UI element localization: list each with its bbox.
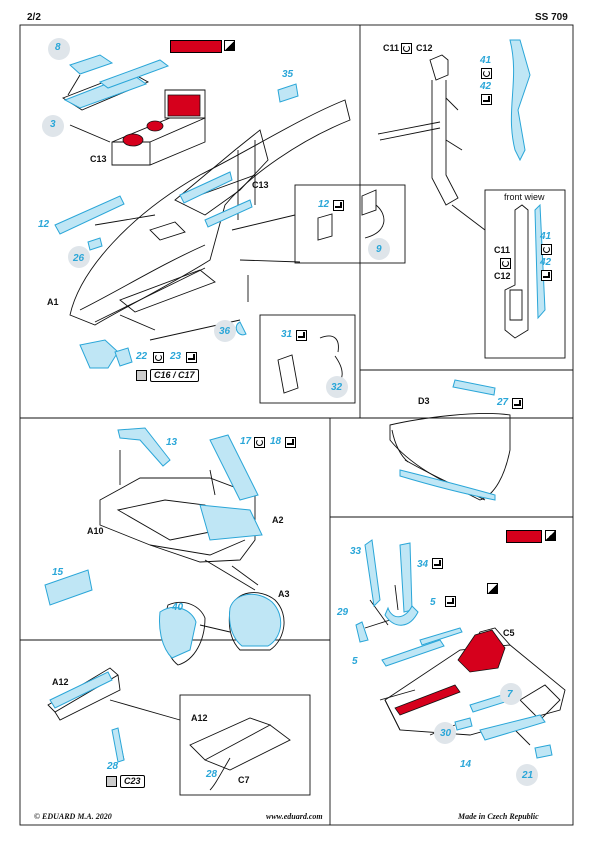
kit-part-label: D3 (418, 396, 430, 406)
fold-icon (153, 352, 164, 363)
pe-part-label: 26 (73, 253, 85, 264)
part-highlight-circle (500, 683, 522, 705)
bend-icon (512, 398, 523, 409)
pe-part-label: 41 (540, 231, 552, 242)
kit-part-label: A10 (87, 526, 104, 536)
pe-part-label: 3 (50, 119, 56, 130)
pe-part-label: 41 (480, 55, 492, 66)
half-diagonal-icon (224, 40, 235, 51)
pe-part-label: 35 (282, 69, 294, 80)
red-swatch-icon (506, 530, 542, 543)
kit-part-label: A12 (52, 677, 69, 687)
part-highlight-circle (42, 115, 64, 137)
fold-icon (541, 244, 552, 255)
pe-part-label: 29 (337, 607, 349, 618)
origin-text: Made in Czech Republic (458, 812, 539, 821)
pe-part-label: 18 (270, 436, 282, 447)
bend-icon (481, 94, 492, 105)
pe-part-label: 31 (281, 329, 293, 340)
kit-part-label: C7 (238, 775, 250, 785)
kit-part-label: C13 (252, 180, 269, 190)
pe-part-label: 12 (318, 199, 330, 210)
pe-part-label: 5 (352, 656, 358, 667)
part-highlight-circle (214, 320, 236, 342)
pe-part-label: 7 (507, 689, 513, 700)
pe-part-label: 5 (430, 597, 436, 608)
half-diagonal-icon (545, 530, 556, 541)
kit-part-label: C11 (383, 43, 400, 53)
replace-part-box: C16 / C17 (150, 369, 199, 382)
part-highlight-circle (48, 38, 70, 60)
kit-part-label: A1 (47, 297, 59, 307)
kit-part-label: C11 (494, 245, 511, 255)
pe-part-label: 12 (38, 219, 50, 230)
part-highlight-circle (368, 238, 390, 260)
pe-part-label: 23 (170, 351, 182, 362)
pe-part-label: 9 (376, 244, 382, 255)
pe-part-label: 21 (522, 770, 534, 781)
bend-icon (432, 558, 443, 569)
pe-part-label: 14 (460, 759, 472, 770)
kit-part-label: A12 (191, 713, 208, 723)
half-diagonal-icon (487, 583, 498, 594)
red-swatch-icon (170, 40, 222, 53)
kit-part-label: A2 (272, 515, 284, 525)
pe-part-label: 27 (497, 397, 509, 408)
remove-part-icon (106, 776, 117, 787)
kit-part-label: C12 (494, 271, 511, 281)
part-highlight-circle (434, 722, 456, 744)
copyright-text: © EDUARD M.A. 2020 (34, 812, 112, 821)
bend-icon (296, 330, 307, 341)
kit-part-label: C12 (416, 43, 433, 53)
fold-icon (254, 437, 265, 448)
bend-icon (445, 596, 456, 607)
fold-icon (401, 43, 412, 54)
pe-part-label: 36 (219, 326, 231, 337)
fold-icon (500, 258, 511, 269)
pe-part-label: 40 (172, 602, 184, 613)
pe-part-label: 42 (480, 81, 492, 92)
pe-part-label: 28 (206, 769, 218, 780)
part-highlight-circle (68, 246, 90, 268)
fold-icon (481, 68, 492, 79)
inset-caption: front wiew (504, 192, 545, 202)
kit-part-label: C5 (503, 628, 515, 638)
pe-part-label: 22 (136, 351, 148, 362)
pe-part-label: 28 (107, 761, 119, 772)
pe-part-label: 42 (540, 257, 552, 268)
replace-part-box: C23 (120, 775, 145, 788)
bend-icon (541, 270, 552, 281)
page-number: 2/2 (27, 12, 41, 23)
part-highlight-circle (326, 376, 348, 398)
bend-icon (285, 437, 296, 448)
part-highlight-circle (516, 764, 538, 786)
pe-part-label: 8 (55, 42, 61, 53)
bend-icon (333, 200, 344, 211)
pe-part-label: 34 (417, 559, 429, 570)
pe-part-label: 13 (166, 437, 178, 448)
pe-part-label: 15 (52, 567, 64, 578)
kit-part-label: C13 (90, 154, 107, 164)
website-text: www.eduard.com (266, 812, 323, 821)
remove-part-icon (136, 370, 147, 381)
bend-icon (186, 352, 197, 363)
pe-part-label: 30 (440, 728, 452, 739)
pe-part-label: 33 (350, 546, 362, 557)
kit-part-label: A3 (278, 589, 290, 599)
set-code: SS 709 (535, 12, 568, 23)
pe-part-label: 17 (240, 436, 252, 447)
pe-part-label: 32 (331, 382, 343, 393)
